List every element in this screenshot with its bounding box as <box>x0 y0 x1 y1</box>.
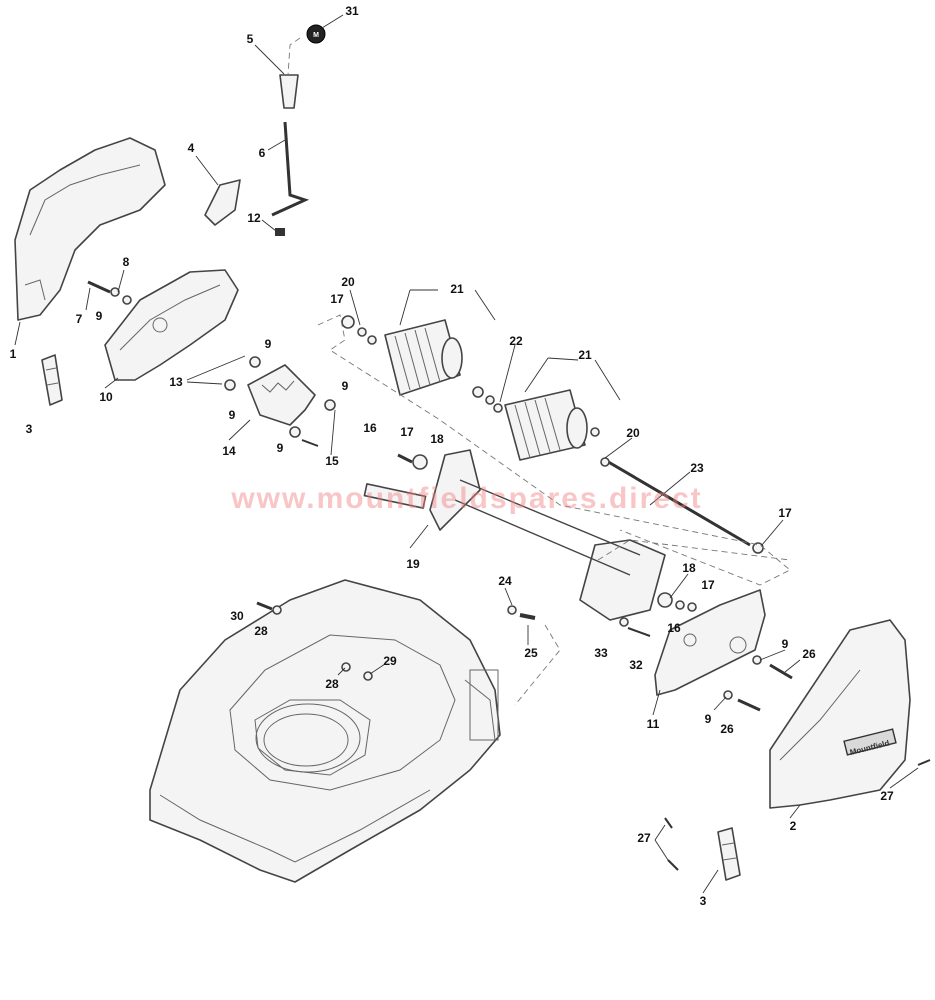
callout-27[interactable]: 27 <box>880 789 894 803</box>
callout-17[interactable]: 17 <box>778 506 792 520</box>
callout-15[interactable]: 15 <box>325 454 339 468</box>
callout-14[interactable]: 14 <box>222 444 236 458</box>
callout-21[interactable]: 21 <box>450 282 464 296</box>
callout-6[interactable]: 6 <box>259 146 266 160</box>
callout-20[interactable]: 20 <box>626 426 640 440</box>
callout-17[interactable]: 17 <box>330 292 344 306</box>
callout-16[interactable]: 16 <box>667 621 681 635</box>
side-plate-part-10[interactable] <box>104 269 239 381</box>
callout-3[interactable]: 3 <box>700 894 707 908</box>
callout-8[interactable]: 8 <box>123 255 130 269</box>
roller-frame-part-19[interactable] <box>363 449 666 621</box>
roller-part-21-right[interactable] <box>504 389 588 461</box>
callout-21[interactable]: 21 <box>578 348 592 362</box>
callout-labels: 31 5 6 4 12 8 7 9 1 10 3 13 9 9 14 9 9 1… <box>10 4 894 908</box>
callout-29[interactable]: 29 <box>383 654 397 668</box>
callout-3[interactable]: 3 <box>26 422 33 436</box>
callout-9[interactable]: 9 <box>265 337 272 351</box>
badge-letter: M <box>313 32 319 39</box>
knob-part-5[interactable] <box>279 74 299 109</box>
callout-7[interactable]: 7 <box>76 312 83 326</box>
callout-4[interactable]: 4 <box>188 141 195 155</box>
callout-22[interactable]: 22 <box>509 334 523 348</box>
watermark-text: www.mountfieldspares.direct <box>230 482 702 515</box>
axle-part-23[interactable] <box>604 458 751 547</box>
clip-part-4[interactable] <box>204 179 241 226</box>
bracket-part-3-left[interactable] <box>41 354 63 406</box>
callout-28[interactable]: 28 <box>254 624 268 638</box>
callout-20[interactable]: 20 <box>341 275 355 289</box>
callout-28[interactable]: 28 <box>325 677 339 691</box>
callout-23[interactable]: 23 <box>690 461 704 475</box>
callout-9[interactable]: 9 <box>277 441 284 455</box>
callout-31[interactable]: 31 <box>345 4 359 18</box>
mower-deck[interactable] <box>149 579 501 883</box>
callout-13[interactable]: 13 <box>169 375 183 389</box>
leader-lines <box>14 14 919 894</box>
callout-16[interactable]: 16 <box>363 421 377 435</box>
callout-26[interactable]: 26 <box>802 647 816 661</box>
callout-10[interactable]: 10 <box>99 390 113 404</box>
callout-1[interactable]: 1 <box>10 347 17 361</box>
callout-27[interactable]: 27 <box>637 831 651 845</box>
callout-33[interactable]: 33 <box>594 646 608 660</box>
bracket-part-3-right[interactable] <box>717 827 741 881</box>
callout-11[interactable]: 11 <box>647 717 660 731</box>
badge-part-31[interactable]: M <box>306 24 326 44</box>
callout-25[interactable]: 25 <box>524 646 538 660</box>
right-cover-part-2[interactable]: Mountfield <box>769 619 911 809</box>
callout-9[interactable]: 9 <box>96 309 103 323</box>
callout-18[interactable]: 18 <box>430 432 444 446</box>
left-cover-part-1[interactable] <box>14 137 166 321</box>
callout-5[interactable]: 5 <box>247 32 254 46</box>
adjuster-plate-part-14[interactable] <box>247 364 316 426</box>
callout-12[interactable]: 12 <box>247 211 261 225</box>
callout-18[interactable]: 18 <box>682 561 696 575</box>
callout-2[interactable]: 2 <box>790 819 797 833</box>
assembly-guides <box>287 37 791 706</box>
callout-17[interactable]: 17 <box>701 578 715 592</box>
callout-26[interactable]: 26 <box>720 722 734 736</box>
callout-32[interactable]: 32 <box>629 658 643 672</box>
callout-24[interactable]: 24 <box>498 574 512 588</box>
callout-30[interactable]: 30 <box>230 609 244 623</box>
callout-19[interactable]: 19 <box>406 557 420 571</box>
callout-17[interactable]: 17 <box>400 425 414 439</box>
callout-9[interactable]: 9 <box>705 712 712 726</box>
roller-part-21-left[interactable] <box>384 319 463 396</box>
height-lever-part-6[interactable] <box>271 121 310 217</box>
hardware-bolts <box>87 228 931 871</box>
callout-9[interactable]: 9 <box>342 379 349 393</box>
side-plate-part-11[interactable] <box>654 589 766 696</box>
callout-9[interactable]: 9 <box>782 637 789 651</box>
callout-9[interactable]: 9 <box>229 408 236 422</box>
